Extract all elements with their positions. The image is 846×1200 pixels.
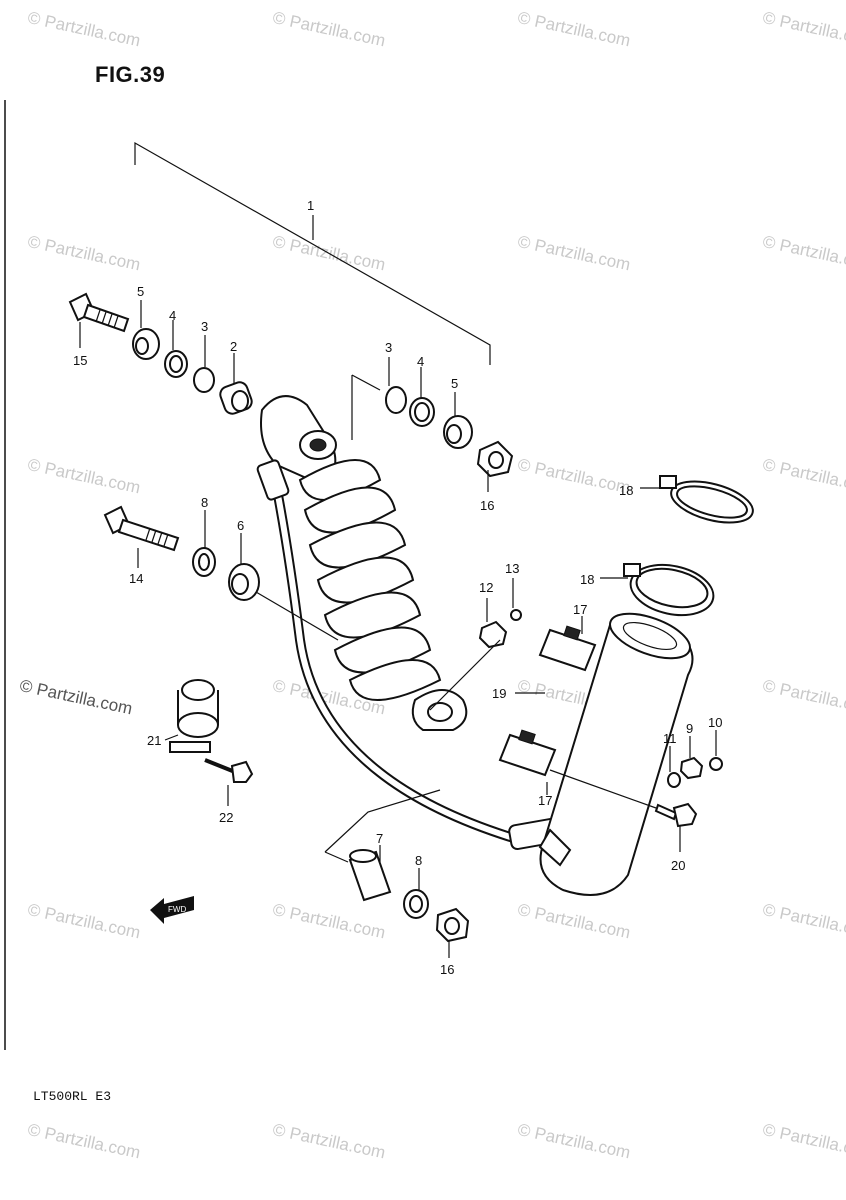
clamp-part-18-upper <box>640 475 754 524</box>
bolt-part-14 <box>103 505 180 568</box>
bolt-part-13 <box>510 578 522 621</box>
callout-22: 22 <box>219 810 233 825</box>
washer-part-8-lower <box>403 868 429 919</box>
shock-bottom-eye <box>411 689 468 731</box>
callout-16: 16 <box>480 498 494 513</box>
shock-top-eye <box>260 395 337 487</box>
clip-part-9 <box>679 736 704 780</box>
callout-16: 16 <box>440 962 454 977</box>
spacer-part-7 <box>348 845 392 902</box>
bushing-part-5-left <box>132 300 160 360</box>
callout-9: 9 <box>686 721 693 736</box>
callout-17: 17 <box>538 793 552 808</box>
leader-line <box>324 789 441 853</box>
callout-12: 12 <box>479 580 493 595</box>
callout-19: 19 <box>492 686 506 701</box>
leader-line <box>324 851 349 863</box>
assembly-bracket <box>134 141 491 365</box>
figure-title: FIG.39 <box>95 62 166 87</box>
front-arrow-icon: FWD <box>150 896 194 924</box>
nut-part-16-top <box>476 440 514 492</box>
callout-11: 11 <box>663 731 677 746</box>
callout-13: 13 <box>505 561 519 576</box>
callout-5: 5 <box>137 284 144 299</box>
callout-1: 1 <box>307 198 314 213</box>
circlip-part-3-left <box>193 335 215 393</box>
callout-5: 5 <box>451 376 458 391</box>
callout-10: 10 <box>708 715 722 730</box>
bushing-part-6 <box>228 533 339 641</box>
bearing-part-2 <box>219 353 253 415</box>
callout-18: 18 <box>580 572 594 587</box>
seal-part-4-right <box>409 367 435 427</box>
bushing-part-5-right <box>443 392 473 449</box>
bracket-part-17-upper <box>538 616 597 672</box>
bolt-part-15 <box>68 292 130 348</box>
callout-15: 15 <box>73 353 87 368</box>
callout-17: 17 <box>573 602 587 617</box>
callout-8: 8 <box>201 495 208 510</box>
callout-6: 6 <box>237 518 244 533</box>
screw-part-10 <box>709 730 723 771</box>
nut-part-16-bottom <box>435 907 470 958</box>
clamp-part-21 <box>164 679 219 753</box>
callout-20: 20 <box>671 858 685 873</box>
bolt-part-22 <box>204 758 254 806</box>
circlip-part-3-right <box>385 357 407 414</box>
model-code: LT500RL E3 <box>33 1089 112 1104</box>
clamp-part-18-lower <box>600 563 715 617</box>
washer-part-8-upper <box>192 510 216 577</box>
washer-part-11 <box>667 746 681 788</box>
bracket-part-17-lower <box>498 729 557 795</box>
nut-part-12 <box>429 598 508 711</box>
callout-4: 4 <box>169 308 176 323</box>
callout-21: 21 <box>147 733 161 748</box>
reservoir-part-19 <box>515 612 694 896</box>
callout-3: 3 <box>201 319 208 334</box>
shock-spring <box>298 459 442 701</box>
callout-18: 18 <box>619 483 633 498</box>
callout-14: 14 <box>129 571 143 586</box>
bolt-part-20 <box>654 802 698 852</box>
callout-7: 7 <box>376 831 383 846</box>
front-marker-label: FWD <box>168 905 186 914</box>
seal-part-4-left <box>164 320 188 378</box>
callout-8: 8 <box>415 853 422 868</box>
leader-line <box>351 374 381 391</box>
callout-2: 2 <box>230 339 237 354</box>
reservoir-hose <box>256 459 560 851</box>
callout-4: 4 <box>417 354 424 369</box>
callout-3: 3 <box>385 340 392 355</box>
